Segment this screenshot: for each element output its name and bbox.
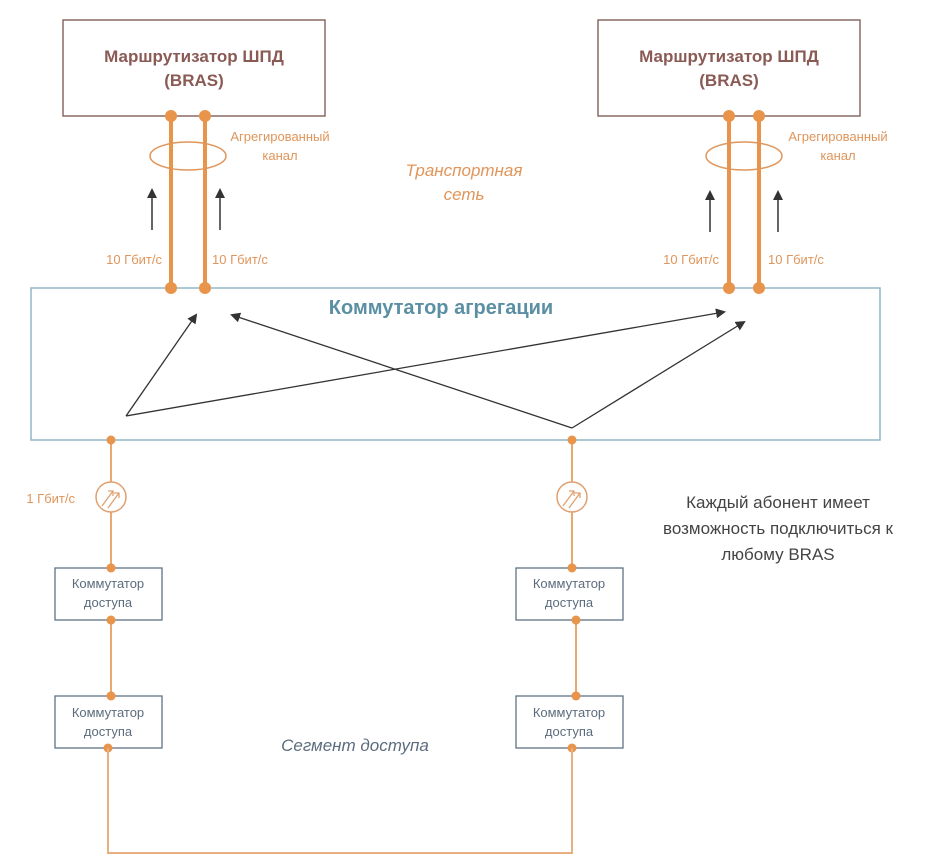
access-switch-label: Коммутатор bbox=[533, 576, 605, 591]
access-switch-right-bottom: Коммутатор доступа bbox=[515, 691, 624, 753]
bras-router-right: Маршрутизатор ШПД (BRAS) bbox=[597, 19, 861, 117]
path-arrow-icon bbox=[125, 308, 726, 417]
aggregated-left-line1: Агрегированный bbox=[230, 129, 329, 144]
access-switch-left-bottom: Коммутатор доступа bbox=[54, 691, 163, 753]
transceiver-icon bbox=[95, 481, 127, 513]
port-dot bbox=[753, 282, 765, 294]
path-arrow-icon bbox=[571, 320, 746, 429]
access-switch-right-top: Коммутатор доступа bbox=[515, 563, 624, 625]
bras-left-title: Маршрутизатор ШПД bbox=[104, 47, 284, 66]
link-speed-left-a: 10 Гбит/с bbox=[106, 252, 162, 267]
access-uplink-speed: 1 Гбит/с bbox=[26, 491, 75, 506]
uplink-left-b bbox=[199, 110, 211, 294]
aggregated-channel-ring-right bbox=[705, 141, 783, 171]
port-dot bbox=[165, 282, 177, 294]
port-dot bbox=[199, 282, 211, 294]
uplink-right-b bbox=[753, 110, 765, 294]
access-switch-label: Коммутатор bbox=[533, 705, 605, 720]
port-dot bbox=[165, 110, 177, 122]
access-segment-label: Сегмент доступа bbox=[281, 736, 429, 755]
access-ring-link bbox=[107, 748, 573, 854]
aggregated-right-line2: канал bbox=[820, 148, 855, 163]
aggregated-left-line2: канал bbox=[262, 148, 297, 163]
note-line2: возможность подключиться к bbox=[663, 519, 893, 538]
bras-left-subtitle: (BRAS) bbox=[164, 71, 224, 90]
port-dot bbox=[199, 110, 211, 122]
uplink-left-a bbox=[165, 110, 177, 294]
aggregation-switch-label: Коммутатор агрегации bbox=[329, 297, 553, 319]
aggregation-switch: Коммутатор агрегации bbox=[30, 287, 881, 441]
port-dot bbox=[723, 282, 735, 294]
transport-network-line1: Транспортная bbox=[406, 161, 523, 180]
port-dot bbox=[106, 435, 116, 445]
access-switch-label: Коммутатор bbox=[72, 705, 144, 720]
access-switch-label: Коммутатор bbox=[72, 576, 144, 591]
port-dot bbox=[567, 435, 577, 445]
bras-right-subtitle: (BRAS) bbox=[699, 71, 759, 90]
link-speed-left-b: 10 Гбит/с bbox=[212, 252, 268, 267]
bras-router-left: Маршрутизатор ШПД (BRAS) bbox=[62, 19, 326, 117]
transport-network-line2: сеть bbox=[444, 185, 485, 204]
port-dot bbox=[753, 110, 765, 122]
access-switch-label: доступа bbox=[545, 724, 594, 739]
path-arrow-icon bbox=[125, 313, 198, 417]
port-dot bbox=[723, 110, 735, 122]
bras-right-title: Маршрутизатор ШПД bbox=[639, 47, 819, 66]
uplink-right-a bbox=[723, 110, 735, 294]
note-line3: любому BRAS bbox=[721, 545, 834, 564]
link-speed-right-a: 10 Гбит/с bbox=[663, 252, 719, 267]
link-speed-right-b: 10 Гбит/с bbox=[768, 252, 824, 267]
aggregated-channel-ring-left bbox=[149, 141, 227, 171]
access-switch-left-top: Коммутатор доступа bbox=[54, 563, 163, 625]
access-switch-label: доступа bbox=[84, 595, 133, 610]
access-switch-label: доступа bbox=[84, 724, 133, 739]
access-switch-label: доступа bbox=[545, 595, 594, 610]
aggregated-right-line1: Агрегированный bbox=[788, 129, 887, 144]
transceiver-icon bbox=[556, 481, 588, 513]
path-arrow-icon bbox=[230, 312, 573, 429]
note-line1: Каждый абонент имеет bbox=[686, 493, 870, 512]
